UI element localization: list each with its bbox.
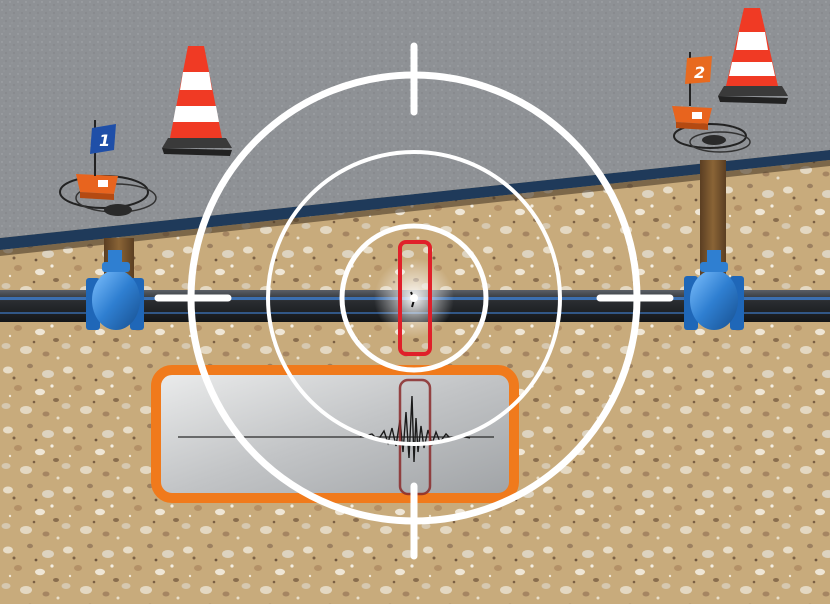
sensor-flag-1: 1 — [90, 124, 116, 154]
sensor-number: 2 — [694, 63, 705, 82]
sensor-flag-2: 2 — [685, 56, 712, 84]
sensor-number: 1 — [99, 131, 110, 150]
